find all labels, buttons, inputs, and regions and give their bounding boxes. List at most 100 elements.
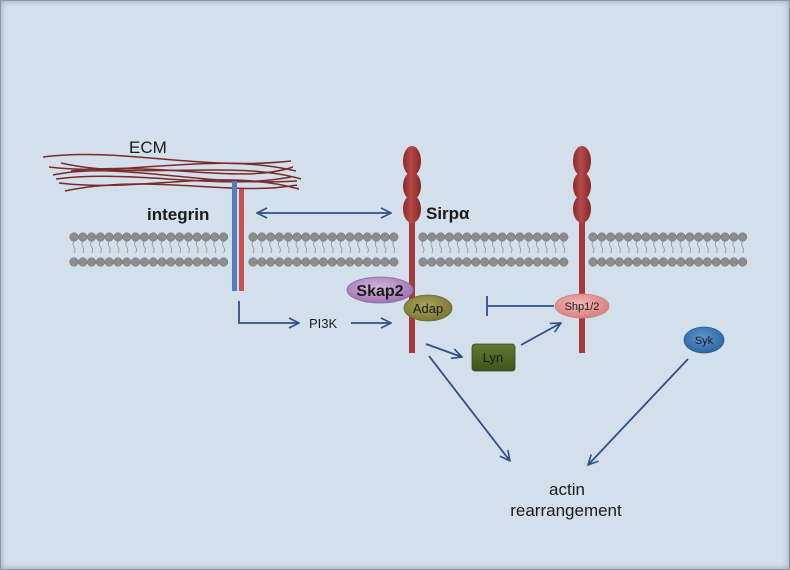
lipid-head: [389, 257, 399, 267]
lipid-tail: [134, 240, 138, 254]
lipid-tail: [321, 240, 325, 254]
lipid-tail: [626, 240, 630, 254]
lipid-head: [506, 257, 516, 267]
lipid-head: [550, 232, 560, 242]
lipid-head: [345, 257, 355, 267]
lipid-head: [658, 232, 668, 242]
lipid-head: [559, 232, 569, 242]
lipid-tail: [260, 240, 264, 254]
lipid-head: [219, 257, 229, 267]
lipid-tail: [447, 240, 451, 254]
lipid-tail: [600, 240, 604, 254]
lipid-head: [122, 232, 132, 242]
lipid-tail: [705, 240, 709, 254]
lipid-head: [488, 257, 498, 267]
lipid-tail: [688, 240, 692, 254]
lipid-tail: [374, 240, 378, 254]
lipid-head: [559, 257, 569, 267]
lipid-head: [354, 232, 364, 242]
shp-node: Shp1/2: [554, 293, 610, 319]
sirpa-ig-domain: [403, 195, 421, 223]
lipid-head: [658, 257, 668, 267]
lipid-tail: [81, 240, 85, 254]
lipid-tail: [295, 240, 299, 254]
lipid-tail: [286, 240, 290, 254]
lipid-head: [292, 232, 302, 242]
lipid-tail: [491, 240, 495, 254]
lipid-head: [310, 232, 320, 242]
lipid-tail: [116, 240, 120, 254]
lipid-head: [201, 232, 211, 242]
lyn-shape: [471, 343, 516, 372]
lipid-tail: [591, 240, 595, 254]
lipid-head: [166, 232, 176, 242]
lipid-head: [541, 232, 551, 242]
lipid-head: [515, 232, 525, 242]
lipid-head: [283, 232, 293, 242]
lipid-head: [78, 257, 88, 267]
ecm-fiber: [58, 179, 300, 190]
lipid-tail: [90, 240, 94, 254]
lipid-head: [488, 232, 498, 242]
integrin-label: integrin: [147, 205, 209, 224]
lipid-head: [623, 257, 633, 267]
lipid-head: [650, 257, 660, 267]
lipid-head: [588, 232, 598, 242]
lipid-tail: [661, 240, 665, 254]
lipid-head: [471, 257, 481, 267]
lipid-head: [95, 257, 105, 267]
lipid-tail: [72, 240, 76, 254]
lipid-tail: [553, 240, 557, 254]
lyn-node: Lyn: [471, 343, 516, 372]
lipid-head: [183, 257, 193, 267]
actin-label-line1: actin: [549, 480, 585, 499]
lipid-tail: [635, 240, 639, 254]
adap-to-lyn-arrow: [425, 343, 462, 357]
lipid-head: [614, 232, 624, 242]
lipid-head: [201, 257, 211, 267]
skap2-label: Skap2: [356, 283, 403, 300]
lipid-tail: [269, 240, 273, 254]
sirpa-label: Sirpα: [426, 204, 470, 223]
lipid-head: [266, 257, 276, 267]
sirpa-ig-domain: [403, 146, 421, 176]
lipid-head: [702, 257, 712, 267]
lipid-tail: [178, 240, 182, 254]
lipid-head: [104, 232, 114, 242]
lipid-head: [524, 257, 534, 267]
adap-to-actin-arrow: [428, 355, 510, 461]
lipid-head: [685, 257, 695, 267]
lipid-head: [702, 232, 712, 242]
lipid-head: [694, 257, 704, 267]
lipid-head: [453, 232, 463, 242]
lipid-head: [444, 232, 454, 242]
lipid-tail: [330, 240, 334, 254]
lipid-tail: [697, 240, 701, 254]
lipid-head: [301, 232, 311, 242]
lipid-head: [327, 257, 337, 267]
lipid-head: [632, 232, 642, 242]
lipid-head: [427, 232, 437, 242]
lipid-head: [453, 257, 463, 267]
lipid-head: [354, 257, 364, 267]
integrin-alpha-chain: [232, 181, 237, 291]
lipid-head: [131, 232, 141, 242]
lipid-tail: [439, 240, 443, 254]
lipid-tail: [98, 240, 102, 254]
lipid-head: [362, 232, 372, 242]
lipid-head: [711, 257, 721, 267]
lipid-head: [157, 257, 167, 267]
lipid-head: [274, 257, 284, 267]
lipid-head: [248, 257, 258, 267]
lipid-head: [532, 257, 542, 267]
lipid-head: [380, 232, 390, 242]
lipid-head: [597, 257, 607, 267]
lipid-tail: [142, 240, 146, 254]
lipid-tail: [644, 240, 648, 254]
lipid-tail: [383, 240, 387, 254]
lipid-tail: [392, 240, 396, 254]
lipid-head: [444, 257, 454, 267]
lipid-head: [78, 232, 88, 242]
shp-shape: [554, 293, 610, 319]
lipid-tail: [339, 240, 343, 254]
